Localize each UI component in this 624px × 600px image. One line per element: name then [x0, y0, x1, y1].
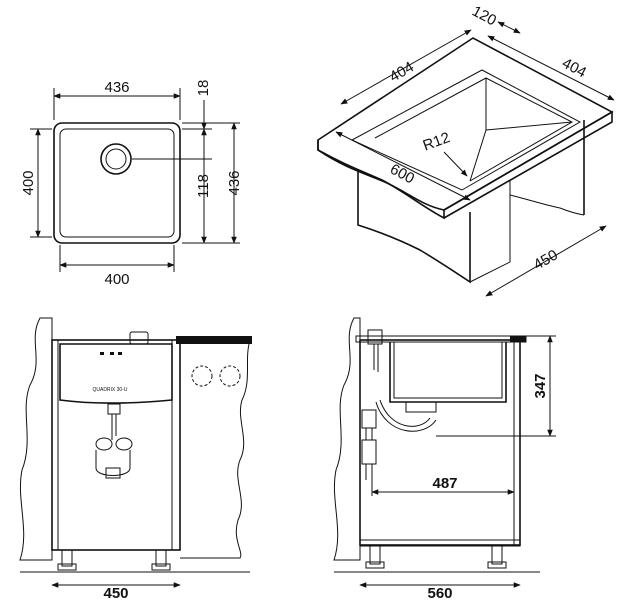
- countertop-side-edge: [443, 110, 613, 219]
- cabinet-leg-left: [61, 549, 73, 567]
- drain-assembly-icon: [375, 399, 437, 432]
- wall-right: [180, 339, 251, 559]
- cabinet-side-body: [359, 339, 521, 546]
- pipe-hole-2: [219, 365, 241, 387]
- side-view: 347 487 560: [333, 317, 556, 600]
- sink-opening: [350, 69, 582, 191]
- drain-icon: [100, 143, 132, 175]
- sink-bowl-front: [59, 343, 173, 404]
- dim-line-bowl-width: [340, 29, 472, 105]
- dim-drain-distance: 487: [432, 475, 457, 492]
- side-leg-left: [369, 545, 381, 565]
- dim-bowl-width: 404: [387, 58, 417, 85]
- dim-line-bowl-length: [487, 35, 615, 101]
- cabinet-floor-panel: [359, 539, 521, 547]
- dim-line-cabinet-depth: [485, 225, 607, 297]
- siphon-side-icon: [361, 409, 377, 480]
- sink-outer-rim: [53, 122, 181, 244]
- isometric-view: 404 404 120 600 R12 450: [317, 3, 615, 297]
- dim-right-height: 436: [226, 170, 243, 195]
- countertop-slab: [176, 336, 252, 344]
- dim-rim: 18: [195, 80, 212, 97]
- dim-side-depth: 560: [427, 585, 452, 600]
- sink-inner-bowl: [59, 128, 175, 238]
- side-leg-right: [491, 545, 503, 565]
- dim-cabinet-width: 450: [103, 585, 128, 600]
- dim-radius: R12: [421, 129, 453, 154]
- faucet-base: [129, 331, 149, 345]
- dim-depth: 120: [469, 3, 499, 30]
- dim-line-radius: [443, 151, 468, 177]
- tap-icon: [367, 329, 383, 345]
- sink-bowl-side: [389, 342, 507, 403]
- brick-wall-side: [333, 317, 361, 561]
- dim-line-countertop: [335, 131, 471, 201]
- dim-top-width: 436: [104, 79, 129, 96]
- cabinet-front: [357, 170, 471, 284]
- top-view: 436 400 400 18 118 436: [20, 79, 243, 288]
- dim-left-height: 400: [20, 170, 37, 195]
- dim-bowl-depth: 347: [532, 373, 549, 398]
- dim-countertop-width: 600: [387, 161, 417, 188]
- dim-cabinet-depth: 450: [531, 246, 561, 273]
- dim-drain-offset: 118: [195, 174, 212, 198]
- pipe-hole-1: [191, 365, 213, 387]
- dim-line-depth: [497, 21, 521, 34]
- cabinet-side: [469, 180, 511, 283]
- dim-bottom-width: 400: [104, 271, 129, 288]
- overflow-icon: [100, 352, 122, 355]
- product-label: QUADRIX 30-U: [92, 387, 127, 393]
- front-view: QUADRIX 30-U 450: [19, 317, 252, 600]
- brick-wall-left: [19, 317, 53, 561]
- cabinet-leg-right: [155, 549, 167, 567]
- siphon-icon: [95, 403, 133, 479]
- dim-bowl-length: 404: [559, 55, 589, 82]
